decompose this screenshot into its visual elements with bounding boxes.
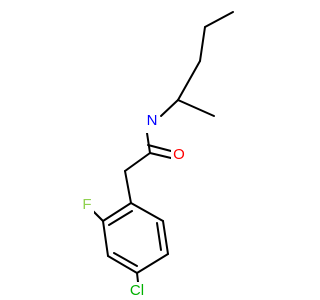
bond-ring-cl <box>136 272 139 283</box>
bond-carbonyl-o-1 <box>149 152 172 159</box>
ring-double-3 <box>156 222 162 251</box>
molecule-structure: O N F Cl <box>80 11 234 300</box>
molecule-canvas: O N F Cl <box>80 11 234 300</box>
ring-bond-3 <box>107 255 138 274</box>
bond-carbonyl-ch2 <box>124 152 151 172</box>
bond-c3-c4 <box>177 60 201 101</box>
f-label-bg <box>80 196 94 214</box>
o-label-bg <box>171 146 187 164</box>
bond-ch2-ring <box>124 170 132 204</box>
ring-bond-4 <box>136 253 169 274</box>
ring-bond-2 <box>102 220 109 257</box>
bond-carbonyl-o-2 <box>147 144 172 152</box>
bond-ch-n <box>160 99 179 117</box>
ring-bond-1 <box>102 202 132 222</box>
n-label-bg <box>144 113 160 133</box>
chlorine-atom-label: Cl <box>130 282 144 299</box>
bond-c1-c2 <box>204 11 234 28</box>
bond-n-carbonyl <box>146 132 151 154</box>
ring-double-1 <box>108 210 133 226</box>
ring-bond-6 <box>130 202 164 222</box>
ring-bond-5 <box>162 220 169 255</box>
ring-double-2 <box>113 252 138 267</box>
oxygen-atom-label: O <box>173 146 185 163</box>
bond-ch-methyl <box>177 99 215 117</box>
cl-label-bg <box>126 282 148 300</box>
nitrogen-atom-label: N <box>147 112 158 129</box>
bond-c2-c3 <box>199 26 206 62</box>
fluorine-atom-label: F <box>82 196 91 213</box>
